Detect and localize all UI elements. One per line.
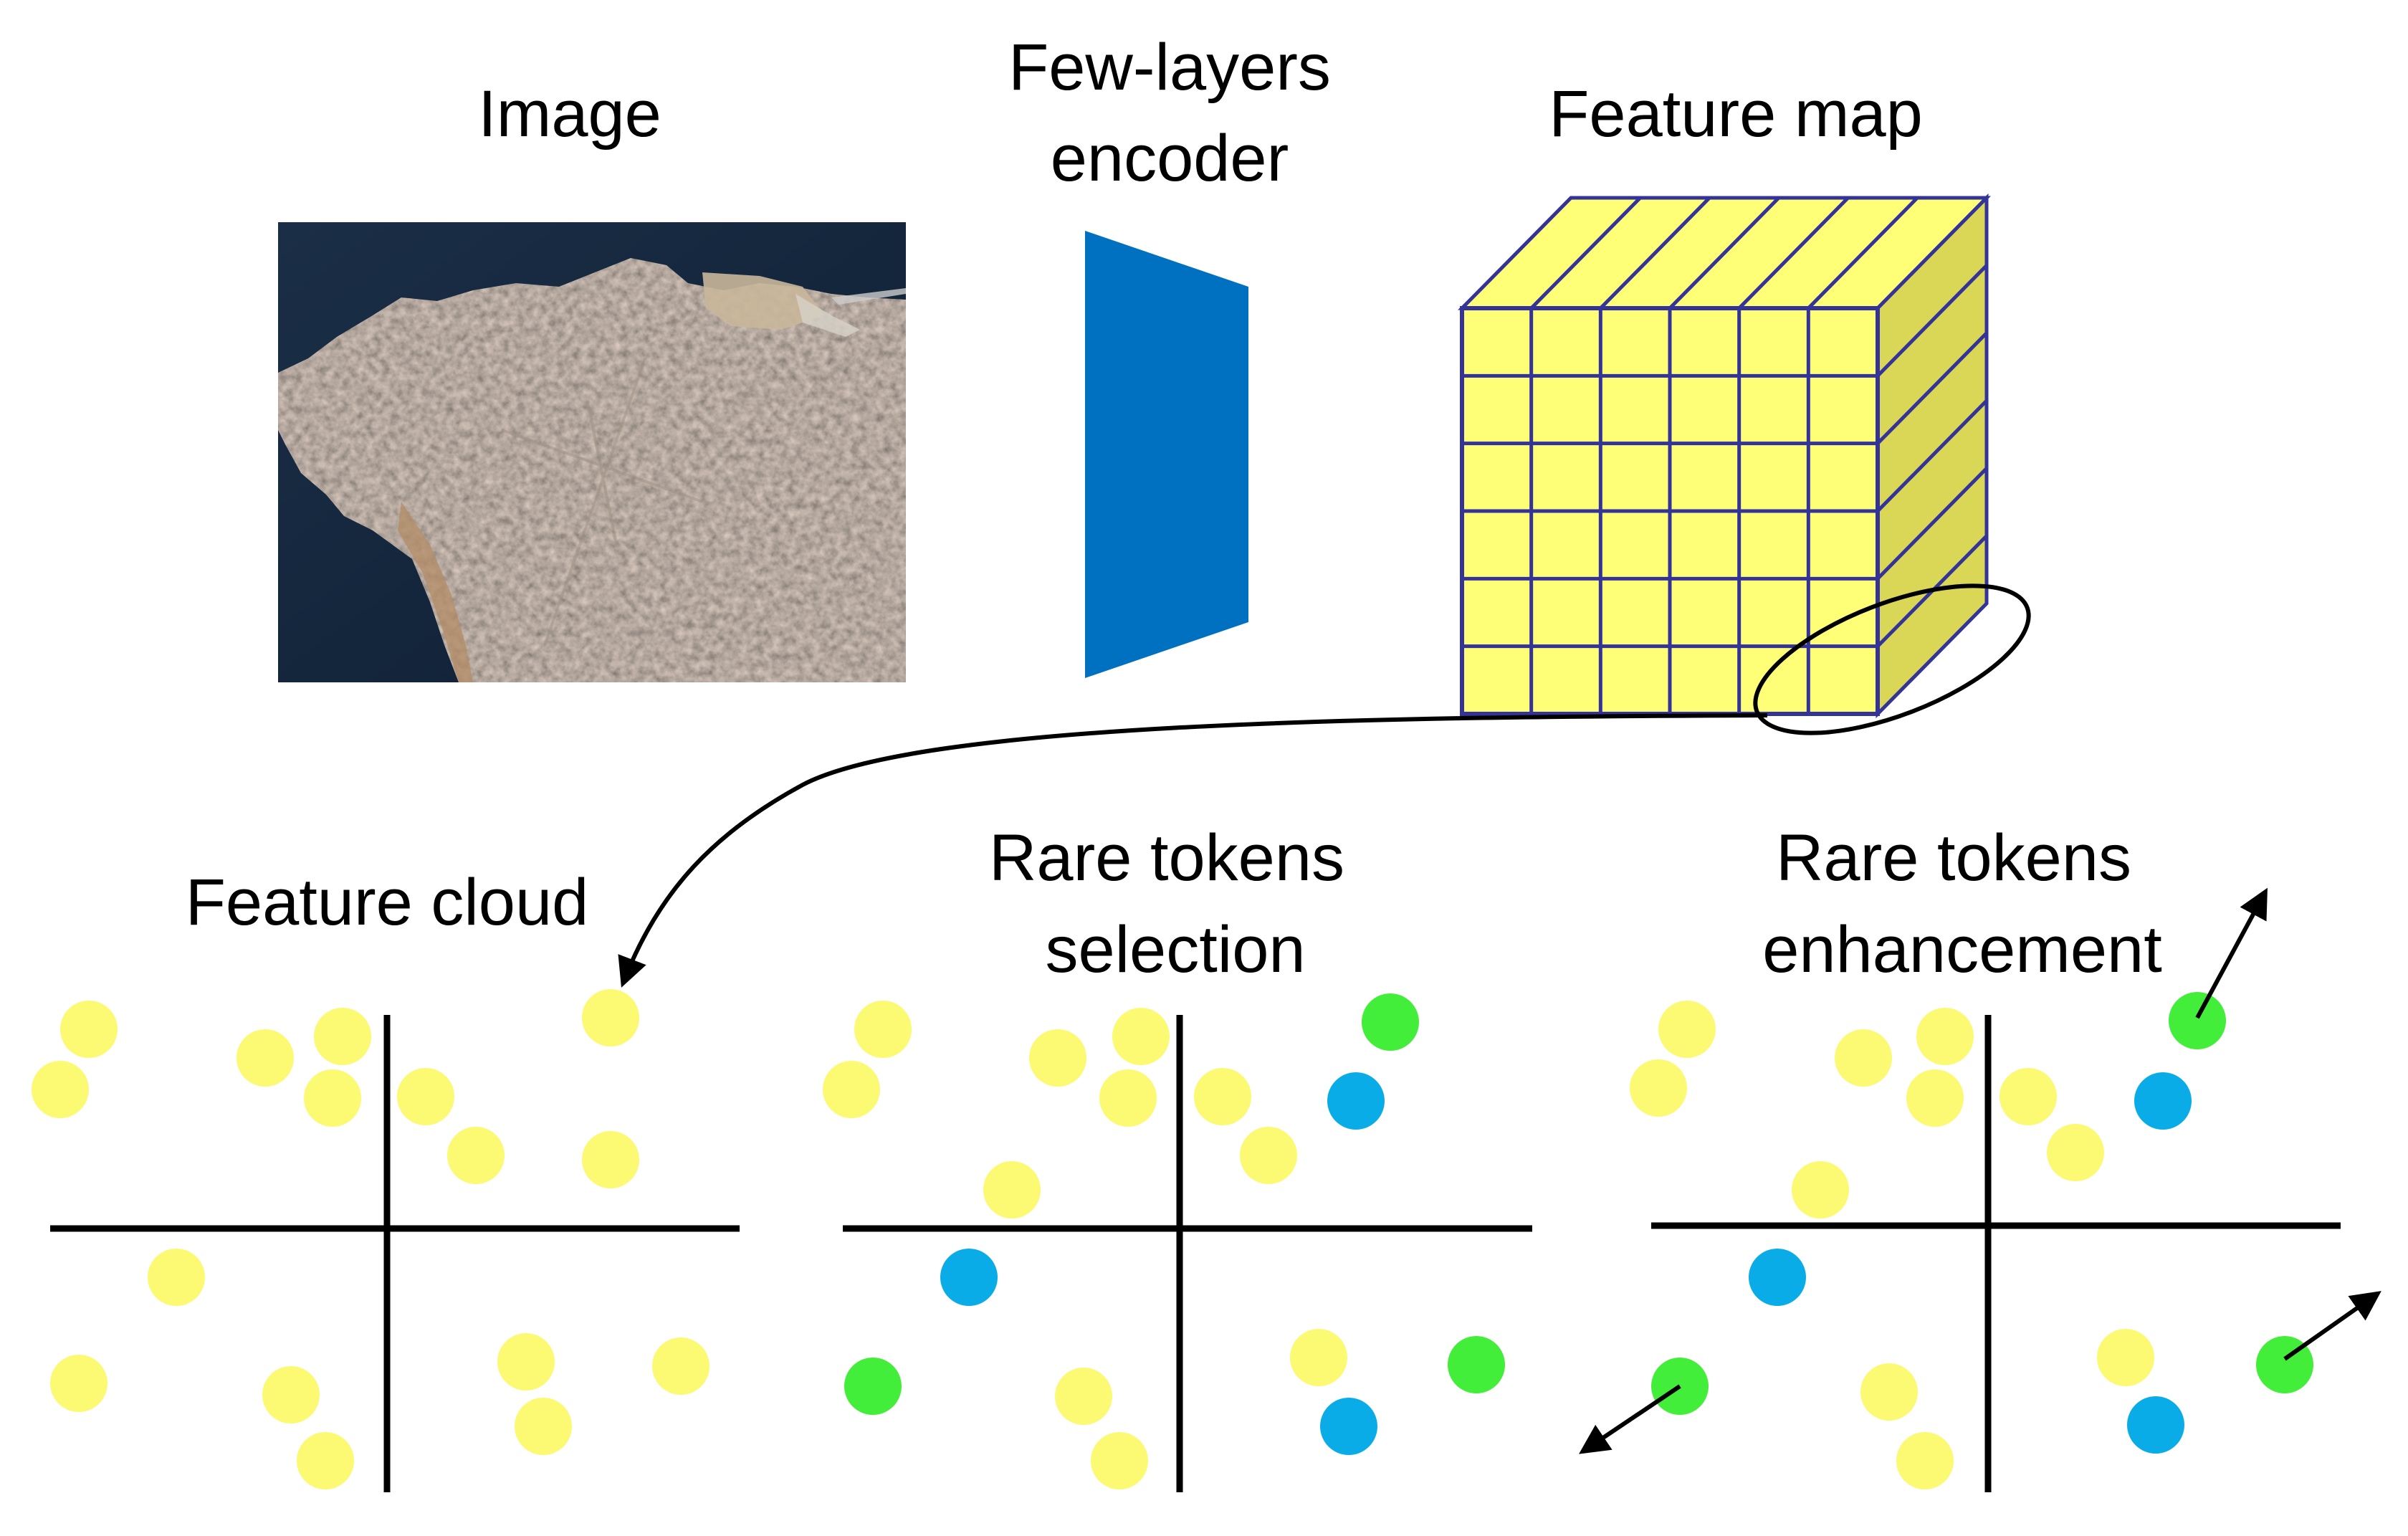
label-selection-line1: Rare tokens xyxy=(989,821,1344,895)
token-dot-yellow xyxy=(1290,1329,1347,1386)
cube-grid-line xyxy=(1876,399,1988,512)
cube-grid-line xyxy=(1599,196,1711,310)
label-selection-line2: selection xyxy=(1045,913,1305,986)
token-dot-yellow xyxy=(1658,1001,1716,1058)
token-dot-yellow xyxy=(823,1061,880,1118)
token-dot-yellow xyxy=(1240,1127,1297,1184)
token-dot-yellow xyxy=(1835,1029,1892,1087)
token-dot-yellow xyxy=(262,1366,320,1423)
token-dot-yellow xyxy=(60,1001,118,1058)
token-dot-yellow xyxy=(304,1069,361,1127)
encoder-block xyxy=(1085,231,1248,678)
token-dot-blue xyxy=(940,1249,998,1306)
token-dot-yellow xyxy=(1194,1068,1251,1125)
cube-grid-line xyxy=(1668,196,1780,310)
label-enhancement-line2: enhancement xyxy=(1762,913,2162,986)
cube-grid-line xyxy=(1807,196,1919,310)
token-dot-yellow xyxy=(515,1398,572,1455)
cube-grid-line xyxy=(1529,196,1642,310)
label-enhancement-line1: Rare tokens xyxy=(1776,821,2131,895)
selected-region-ellipse xyxy=(1753,583,2031,735)
token-dot-yellow xyxy=(1091,1432,1148,1489)
token-dot-yellow xyxy=(582,1131,639,1188)
token-dot-yellow xyxy=(2000,1068,2057,1125)
token-dot-yellow xyxy=(497,1333,555,1390)
token-dot-green xyxy=(1362,993,1419,1051)
enhance-arrow-left xyxy=(1579,1384,1681,1454)
feature-map-cube xyxy=(1458,193,1991,719)
token-dot-blue xyxy=(1327,1072,1385,1130)
enhance-arrow-right xyxy=(2283,1291,2381,1361)
token-dot-green xyxy=(1448,1336,1505,1393)
token-dot-yellow xyxy=(1860,1363,1918,1421)
label-encoder-line1: Few-layers xyxy=(1008,31,1331,104)
label-encoder-line2: encoder xyxy=(1051,122,1289,195)
panel-rare-tokens-enhancement xyxy=(1579,887,2381,1492)
label-image: Image xyxy=(478,77,661,151)
token-dot-green xyxy=(844,1358,902,1415)
token-dot-yellow xyxy=(1792,1161,1849,1218)
token-dot-yellow xyxy=(447,1127,505,1184)
token-dot-green xyxy=(2169,992,2226,1049)
token-dot-yellow xyxy=(397,1068,454,1125)
token-dot-blue xyxy=(2134,1072,2192,1130)
cube-grid-line xyxy=(1876,467,1988,581)
token-dot-yellow xyxy=(236,1029,294,1087)
token-dot-yellow xyxy=(652,1337,710,1395)
curved-arrow xyxy=(618,713,1768,988)
label-feature-map: Feature map xyxy=(1549,77,1923,151)
token-dot-yellow xyxy=(314,1008,371,1065)
token-dot-yellow xyxy=(1916,1008,1974,1065)
token-dot-blue xyxy=(1749,1249,1806,1306)
token-dot-yellow xyxy=(1099,1069,1157,1127)
token-dot-yellow xyxy=(2097,1329,2154,1386)
token-dot-yellow xyxy=(297,1432,354,1489)
token-dot-yellow xyxy=(2047,1124,2104,1181)
cube-grid-line xyxy=(1737,196,1850,310)
token-dot-blue xyxy=(1320,1398,1377,1455)
token-dot-yellow xyxy=(1896,1432,1954,1489)
token-dot-yellow xyxy=(1906,1069,1964,1127)
token-dot-yellow xyxy=(50,1355,108,1412)
label-feature-cloud: Feature cloud xyxy=(186,866,589,939)
token-dot-yellow xyxy=(983,1161,1041,1218)
cube-grid-line xyxy=(1876,264,1988,378)
token-dot-yellow xyxy=(32,1061,89,1118)
panel-rare-tokens-selection xyxy=(823,993,1532,1492)
token-dot-yellow xyxy=(148,1249,205,1306)
token-dot-yellow xyxy=(1029,1029,1086,1087)
token-dot-yellow xyxy=(1630,1059,1687,1117)
token-dot-yellow xyxy=(1055,1368,1112,1425)
token-dot-yellow xyxy=(582,989,639,1046)
enhance-arrow-top xyxy=(2195,887,2268,1019)
input-image xyxy=(278,222,906,682)
cube-grid-line xyxy=(1876,331,1988,445)
token-dot-yellow xyxy=(1112,1008,1170,1065)
token-dot-blue xyxy=(2127,1396,2184,1454)
token-dot-yellow xyxy=(854,1001,912,1058)
panel-feature-cloud xyxy=(32,989,740,1492)
